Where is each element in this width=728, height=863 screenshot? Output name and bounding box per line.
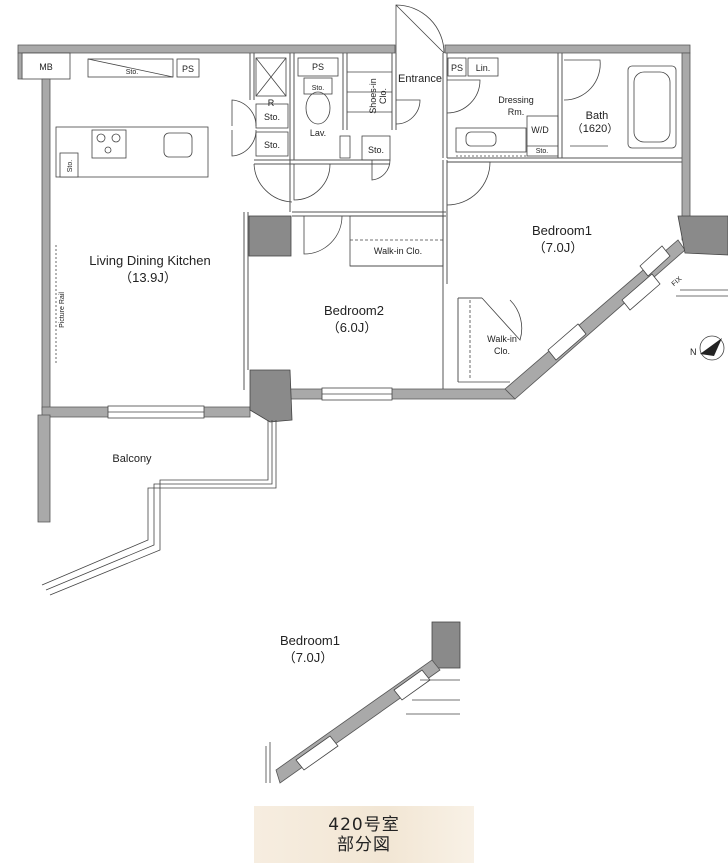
windows — [107, 245, 671, 419]
bedroom2-closet — [349, 215, 444, 267]
entrance-label: Entrance — [398, 73, 442, 85]
ldk-sto-small-label: Sto. — [67, 160, 74, 173]
hall-sto-label: Sto. — [368, 145, 384, 155]
dressing-label-2: Rm. — [508, 107, 525, 117]
bath-tub — [570, 65, 677, 149]
caption-partial-view: 部分図 — [337, 834, 391, 855]
bedroom2-size-label: （6.0J） — [327, 320, 378, 335]
bedroom1-closet — [458, 300, 510, 383]
caption-room-number: 420号室 — [328, 814, 400, 835]
dressing-lin-label: Lin. — [476, 63, 491, 73]
bedroom1-name-label: Bedroom1 — [532, 223, 592, 238]
bedroom1-walkin-label-1: Walk-in — [487, 334, 517, 344]
lav-label: Lav. — [310, 128, 326, 138]
wd-label: W/D — [531, 125, 549, 135]
lav-ps-label: PS — [312, 62, 324, 72]
shoes-clo-label-1: Shoes-in — [368, 78, 378, 114]
picture-rail-label: Picture Rail — [59, 292, 66, 328]
exterior-walls — [17, 44, 691, 523]
svg-text:N: N — [690, 347, 697, 357]
interior-walls — [243, 53, 682, 390]
fix-label: FIX — [671, 275, 684, 288]
ldk-storage-strip — [55, 58, 200, 365]
dressing-label-1: Dressing — [498, 95, 534, 105]
bath-size-label: （1620） — [572, 122, 618, 135]
doors — [231, 4, 601, 341]
lav-r-label: R — [268, 98, 275, 108]
lav-fixtures — [255, 57, 391, 161]
shoes-clo-label-2: Clo. — [378, 88, 388, 104]
pillars — [248, 215, 728, 423]
dressing-ps-label: PS — [451, 63, 463, 73]
bedroom2-name-label: Bedroom2 — [324, 303, 384, 318]
north-arrow-icon: N — [690, 335, 725, 361]
balcony-label: Balcony — [112, 453, 152, 465]
ldk-size-label: （13.9J） — [119, 270, 177, 285]
kitchen-counter — [55, 126, 209, 178]
lav-sto-label-2: Sto. — [264, 140, 280, 150]
room-caption: 420号室 部分図 — [254, 806, 474, 863]
lav-toilet-sto-label: Sto. — [312, 85, 325, 92]
dressing-fixtures — [447, 57, 527, 157]
lav-sto-label-1: Sto. — [264, 112, 280, 122]
mb-label: MB — [39, 62, 53, 72]
ldk-sto-label: Sto. — [126, 69, 139, 76]
ldk-ps-label: PS — [182, 64, 194, 74]
room-labels: MB Sto. PS R PS Sto. Sto. Sto. Lav. Sto.… — [39, 62, 683, 465]
balcony-rails — [41, 289, 728, 596]
wd-sto-label: Sto. — [536, 148, 549, 155]
bedroom2-walkin-label: Walk-in Clo. — [374, 246, 422, 256]
bath-label: Bath — [586, 110, 609, 122]
shoes-closet-shelves — [347, 71, 392, 113]
ldk-name-label: Living Dining Kitchen — [89, 253, 210, 268]
bedroom1-size-label: （7.0J） — [533, 240, 584, 255]
bedroom1-walkin-label-2: Clo. — [494, 346, 510, 356]
detail-drawing: Bedroom1 （7.0J） — [265, 621, 461, 784]
detail-size-label: （7.0J） — [283, 650, 334, 665]
detail-name-label: Bedroom1 — [280, 633, 340, 648]
